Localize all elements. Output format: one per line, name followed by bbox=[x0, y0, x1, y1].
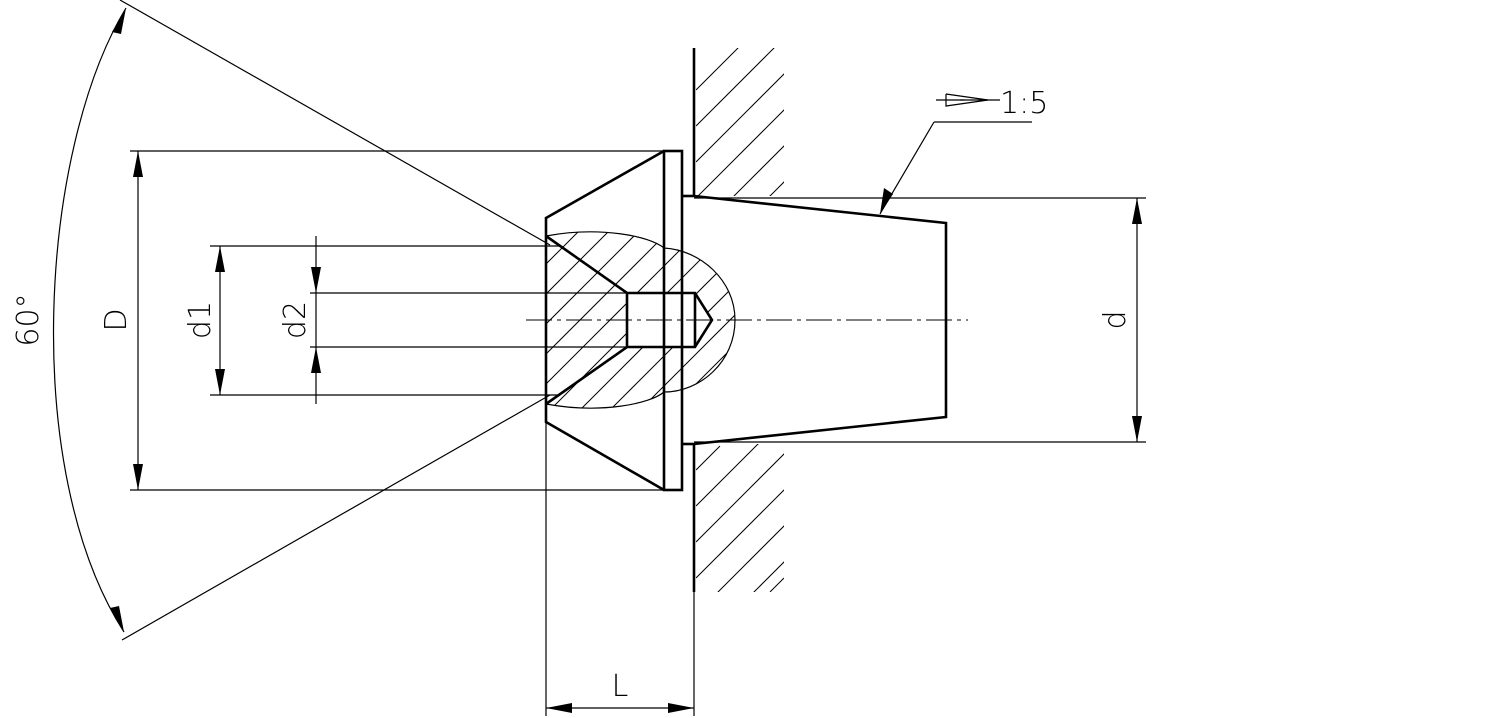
partial-section bbox=[545, 231, 736, 409]
wall-hatch-top bbox=[696, 48, 784, 196]
angle-dimension: 60° bbox=[11, 0, 551, 641]
dimension-d2-label: d2 bbox=[278, 301, 313, 339]
dimension-d: d bbox=[694, 197, 1146, 443]
angle-label: 60° bbox=[11, 293, 46, 346]
dimension-d-label: d bbox=[1098, 310, 1133, 329]
taper-callout: 1:5 bbox=[879, 86, 1048, 215]
dimension-L: L bbox=[545, 404, 695, 716]
dimension-d1-label: d1 bbox=[183, 301, 218, 339]
wall-section bbox=[692, 48, 784, 592]
taper-ratio-label: 1:5 bbox=[1000, 86, 1048, 121]
dimension-d1: d1 bbox=[183, 245, 560, 396]
dimension-D-label: D bbox=[99, 308, 134, 331]
dimension-d2: d2 bbox=[278, 236, 627, 404]
taper-symbol-icon bbox=[936, 93, 1000, 107]
wall-hatch-bottom bbox=[696, 444, 784, 592]
dimension-D: D bbox=[99, 150, 664, 491]
dimension-L-label: L bbox=[612, 669, 629, 704]
